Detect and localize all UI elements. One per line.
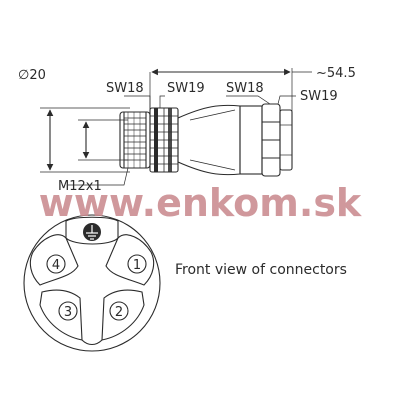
sw19-rear-label: SW19 — [300, 89, 338, 104]
label-leaders — [68, 95, 296, 186]
sw18-rear-label: SW18 — [226, 81, 264, 96]
sw19-ring — [149, 107, 179, 173]
ground-icon — [83, 223, 101, 241]
pin-3-number: 3 — [64, 305, 72, 320]
pin-4-circle — [46, 254, 66, 274]
rear-body — [239, 105, 263, 175]
tapered-body — [177, 104, 241, 176]
pin-4-segment — [29, 234, 79, 286]
length-label: ~54.5 — [316, 66, 356, 81]
rear-nut — [261, 103, 281, 177]
bottom-gap-arc — [81, 339, 103, 346]
pin-3-circle — [58, 301, 78, 321]
diameter-label: ∅20 — [18, 68, 46, 83]
connector-side-view — [40, 68, 312, 186]
front-view-caption: Front view of connectors — [175, 262, 347, 278]
pin-2-number: 2 — [115, 305, 123, 320]
front-outer-ring — [23, 214, 161, 352]
front-knurled-nut — [119, 111, 151, 169]
pin-1-circle — [127, 254, 147, 274]
pin-4-number: 4 — [52, 258, 60, 273]
pin-1-segment — [105, 234, 155, 286]
sw19-ring-label: SW19 — [167, 81, 205, 96]
pin-1-number: 1 — [133, 258, 141, 273]
connector-front-view — [23, 214, 161, 352]
pin-2-circle — [109, 301, 129, 321]
watermark-text: www.enkom.sk — [39, 181, 362, 225]
sw18-front-label: SW18 — [106, 81, 144, 96]
thread-label: M12x1 — [58, 179, 102, 194]
cable-gland — [279, 109, 293, 171]
